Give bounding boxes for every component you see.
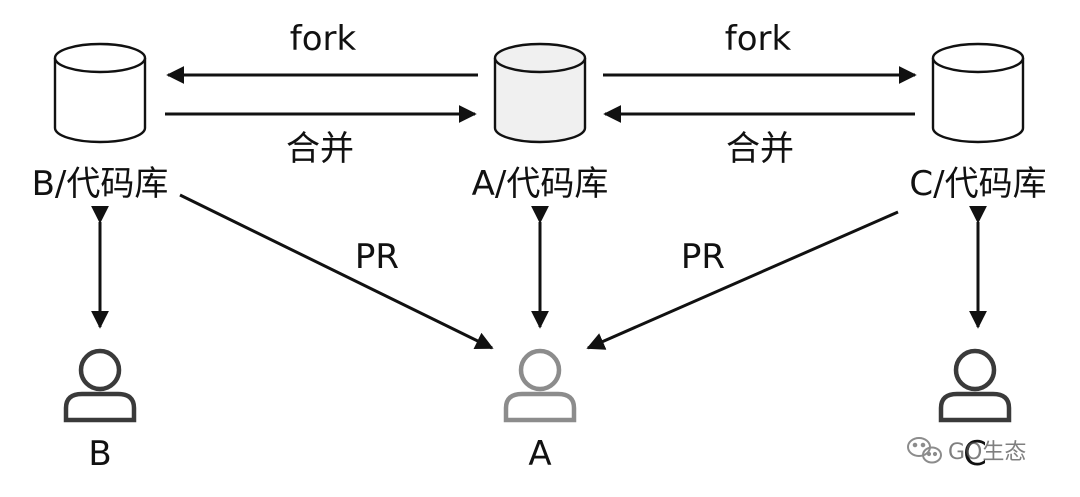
user-b-person-icon — [63, 348, 137, 423]
merge-label-right: 合并 — [726, 129, 794, 169]
pr-label-right: PR — [681, 237, 725, 277]
user-a-person-icon — [503, 348, 577, 423]
fork-label-left: fork — [290, 19, 357, 59]
user-a-label: A — [528, 434, 551, 474]
user-c-label: C — [963, 434, 987, 474]
repo-a-label: A/代码库 — [472, 164, 609, 204]
user-c-person-icon — [938, 348, 1012, 423]
repo-a-database-icon — [493, 42, 587, 144]
repo-b-label: B/代码库 — [32, 164, 169, 204]
merge-label-left: 合并 — [286, 129, 354, 169]
watermark: GO生态 — [907, 437, 1026, 465]
fork-label-right: fork — [725, 19, 792, 59]
wechat-icon — [907, 437, 942, 464]
pr-label-left: PR — [355, 237, 399, 277]
pr-arrow-c-to-a — [586, 210, 899, 350]
repo-c-database-icon — [931, 42, 1025, 144]
pr-arrow-b-to-a — [179, 193, 494, 350]
repo-c-label: C/代码库 — [909, 164, 1046, 204]
watermark-text: GO生态 — [948, 440, 1026, 465]
repo-b-database-icon — [53, 42, 147, 144]
user-b-label: B — [88, 434, 111, 474]
